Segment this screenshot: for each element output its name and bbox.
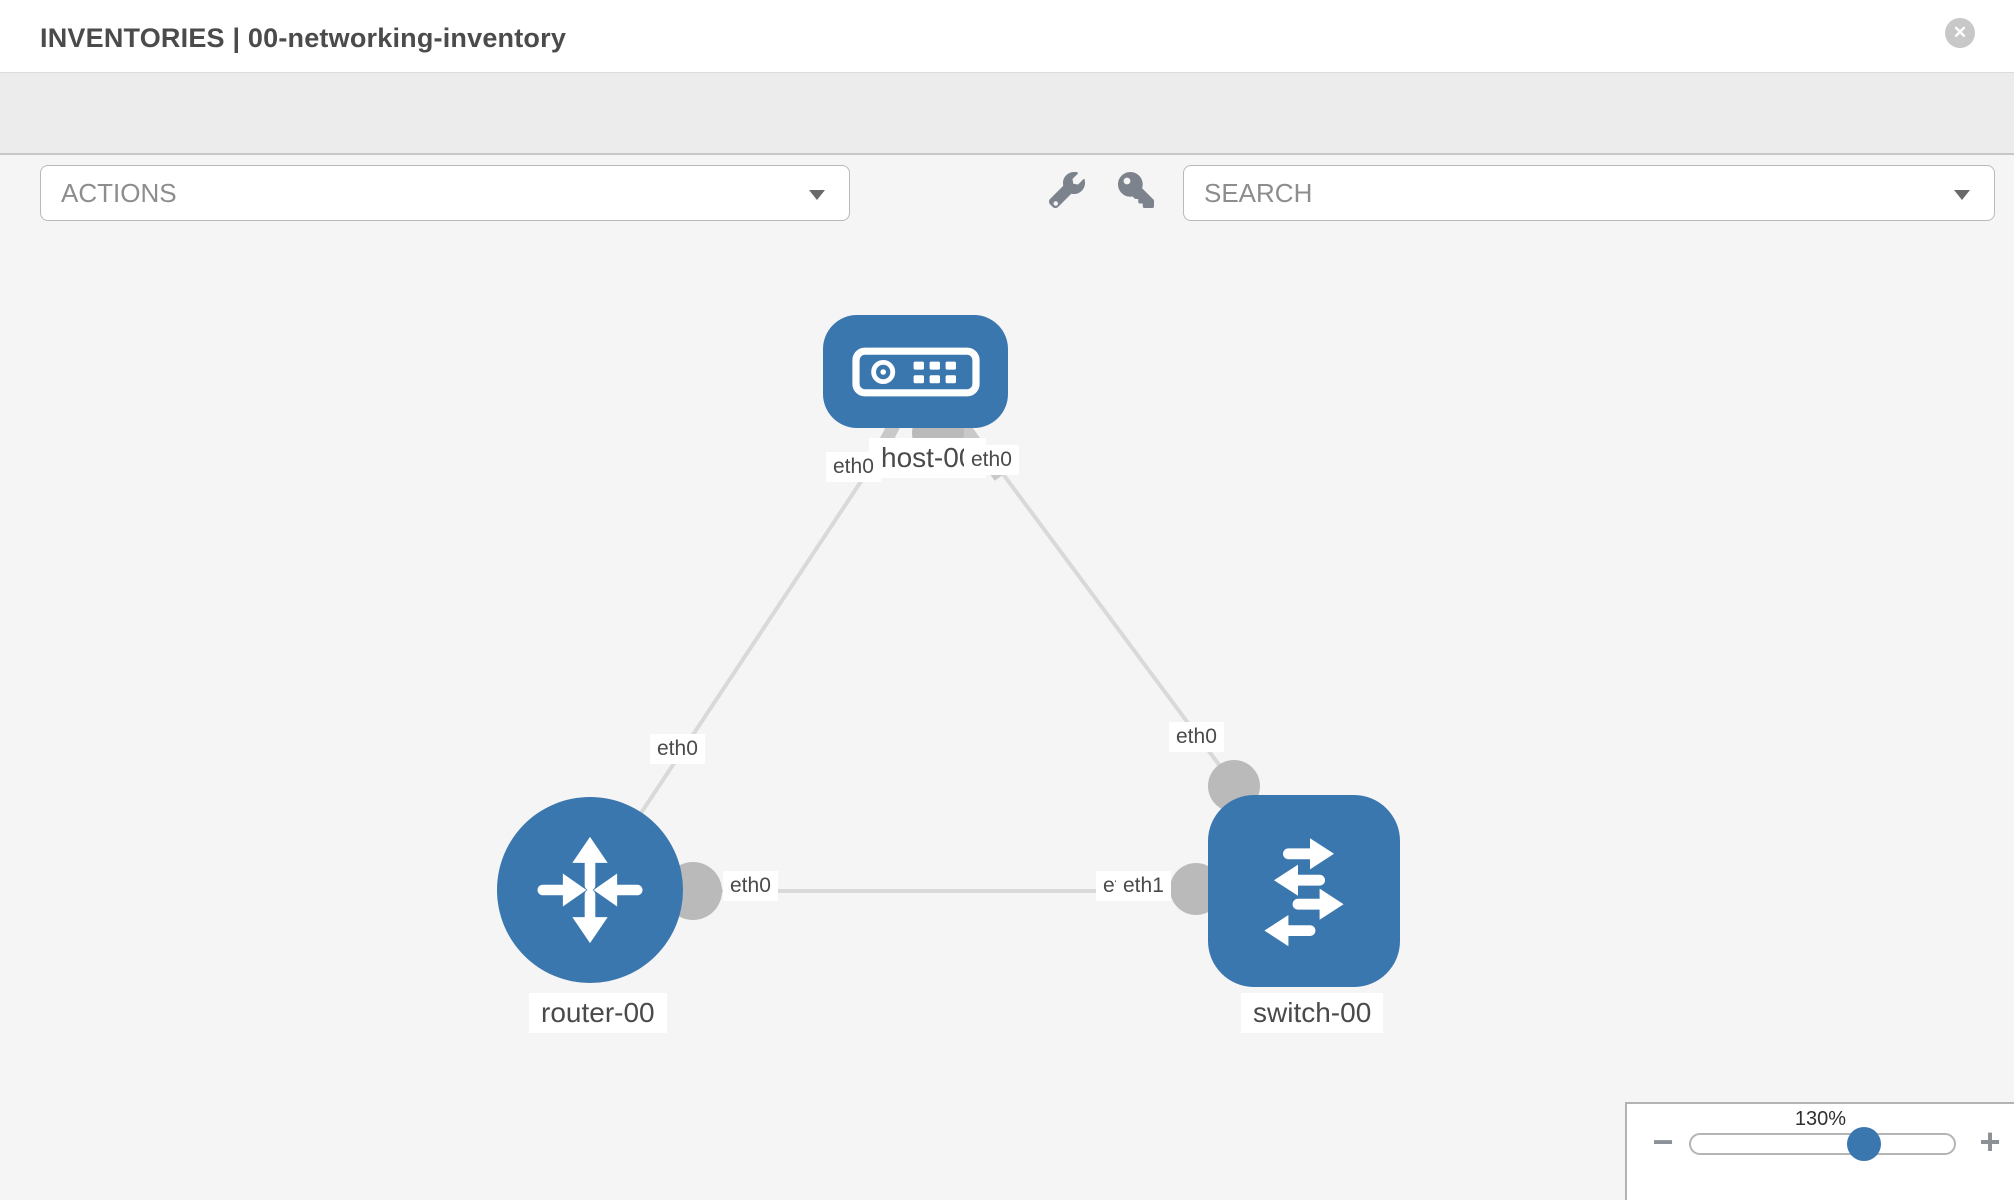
node-label-switch: switch-00: [1241, 993, 1384, 1033]
key-button[interactable]: [1112, 167, 1160, 215]
key-icon: [1118, 171, 1154, 208]
actions-dropdown-label: ACTIONS: [61, 178, 177, 208]
zoom-slider-track[interactable]: [1689, 1133, 1956, 1155]
toolbar: ACTIONS SEARCH: [0, 72, 2014, 221]
interface-label-host-router-router-end: eth0: [650, 734, 705, 764]
router-arrows-icon: [537, 836, 643, 944]
zoom-panel: 130% − +: [1625, 1102, 2014, 1200]
search-dropdown[interactable]: SEARCH: [1183, 165, 1995, 221]
page-title: INVENTORIES | 00-networking-inventory: [40, 23, 567, 53]
interface-label-host-switch-host-end: eth0: [964, 445, 1019, 475]
node-label-router: router-00: [529, 993, 667, 1033]
switch-arrows-icon: [1264, 838, 1344, 947]
topology-canvas[interactable]: [0, 155, 2014, 1200]
zoom-percent-label: 130%: [1794, 1108, 1847, 1130]
node-switch-00[interactable]: [1208, 795, 1400, 987]
minus-icon: −: [1652, 1121, 1674, 1162]
tools-button[interactable]: [1043, 167, 1091, 215]
node-router-00[interactable]: [497, 797, 683, 983]
interface-label-host-switch-switch-end: eth0: [1169, 722, 1224, 752]
interface-label-router-switch-switch-end: eth1: [1116, 871, 1171, 901]
chevron-down-icon: [1954, 190, 1970, 200]
interface-label-host-router-host-end: eth0: [826, 452, 881, 482]
plus-icon: +: [1979, 1121, 2001, 1162]
zoom-out-button[interactable]: −: [1641, 1120, 1685, 1164]
actions-dropdown[interactable]: ACTIONS: [40, 165, 850, 221]
wrench-icon: [1048, 171, 1085, 208]
interface-label-router-switch-router-end: eth0: [723, 871, 778, 901]
close-icon: ✕: [1945, 18, 1975, 48]
close-button[interactable]: ✕: [1941, 14, 1979, 52]
chevron-down-icon: [809, 190, 825, 200]
search-placeholder: SEARCH: [1204, 178, 1313, 208]
zoom-slider-thumb[interactable]: [1847, 1127, 1881, 1161]
server-icon: [851, 347, 980, 396]
header: INVENTORIES | 00-networking-inventory ✕: [0, 0, 2014, 72]
zoom-in-button[interactable]: +: [1968, 1120, 2012, 1164]
node-host-00[interactable]: [823, 315, 1008, 428]
